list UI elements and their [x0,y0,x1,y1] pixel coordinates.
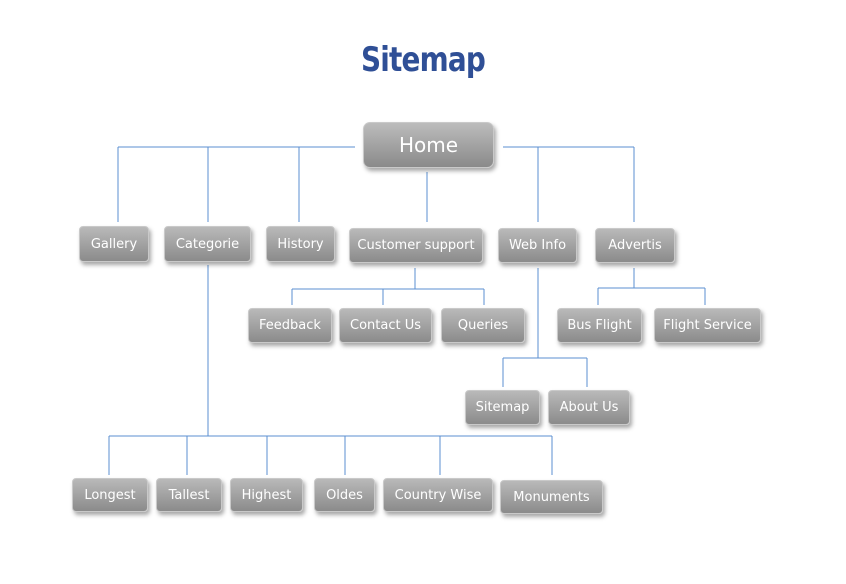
node-highest[interactable]: Highest [230,478,303,512]
node-flight-service[interactable]: Flight Service [654,308,761,343]
node-bus-flight[interactable]: Bus Flight [557,308,642,343]
node-web-info[interactable]: Web Info [498,228,577,263]
page-title: Sitemap [361,40,486,80]
node-tallest[interactable]: Tallest [156,478,222,512]
node-advertis[interactable]: Advertis [595,228,675,263]
node-about-us[interactable]: About Us [548,390,630,425]
node-home[interactable]: Home [363,122,494,168]
node-queries[interactable]: Queries [441,308,525,343]
node-sitemap[interactable]: Sitemap [465,390,540,425]
node-oldes[interactable]: Oldes [314,478,375,512]
node-country-wise[interactable]: Country Wise [383,478,493,512]
node-gallery[interactable]: Gallery [79,226,149,262]
node-longest[interactable]: Longest [72,478,148,512]
node-feedback[interactable]: Feedback [248,308,332,343]
node-customer-support[interactable]: Customer support [349,228,483,263]
node-monuments[interactable]: Monuments [500,480,603,514]
node-categorie[interactable]: Categorie [164,226,251,262]
node-contact-us[interactable]: Contact Us [339,308,432,343]
node-history[interactable]: History [266,226,335,262]
